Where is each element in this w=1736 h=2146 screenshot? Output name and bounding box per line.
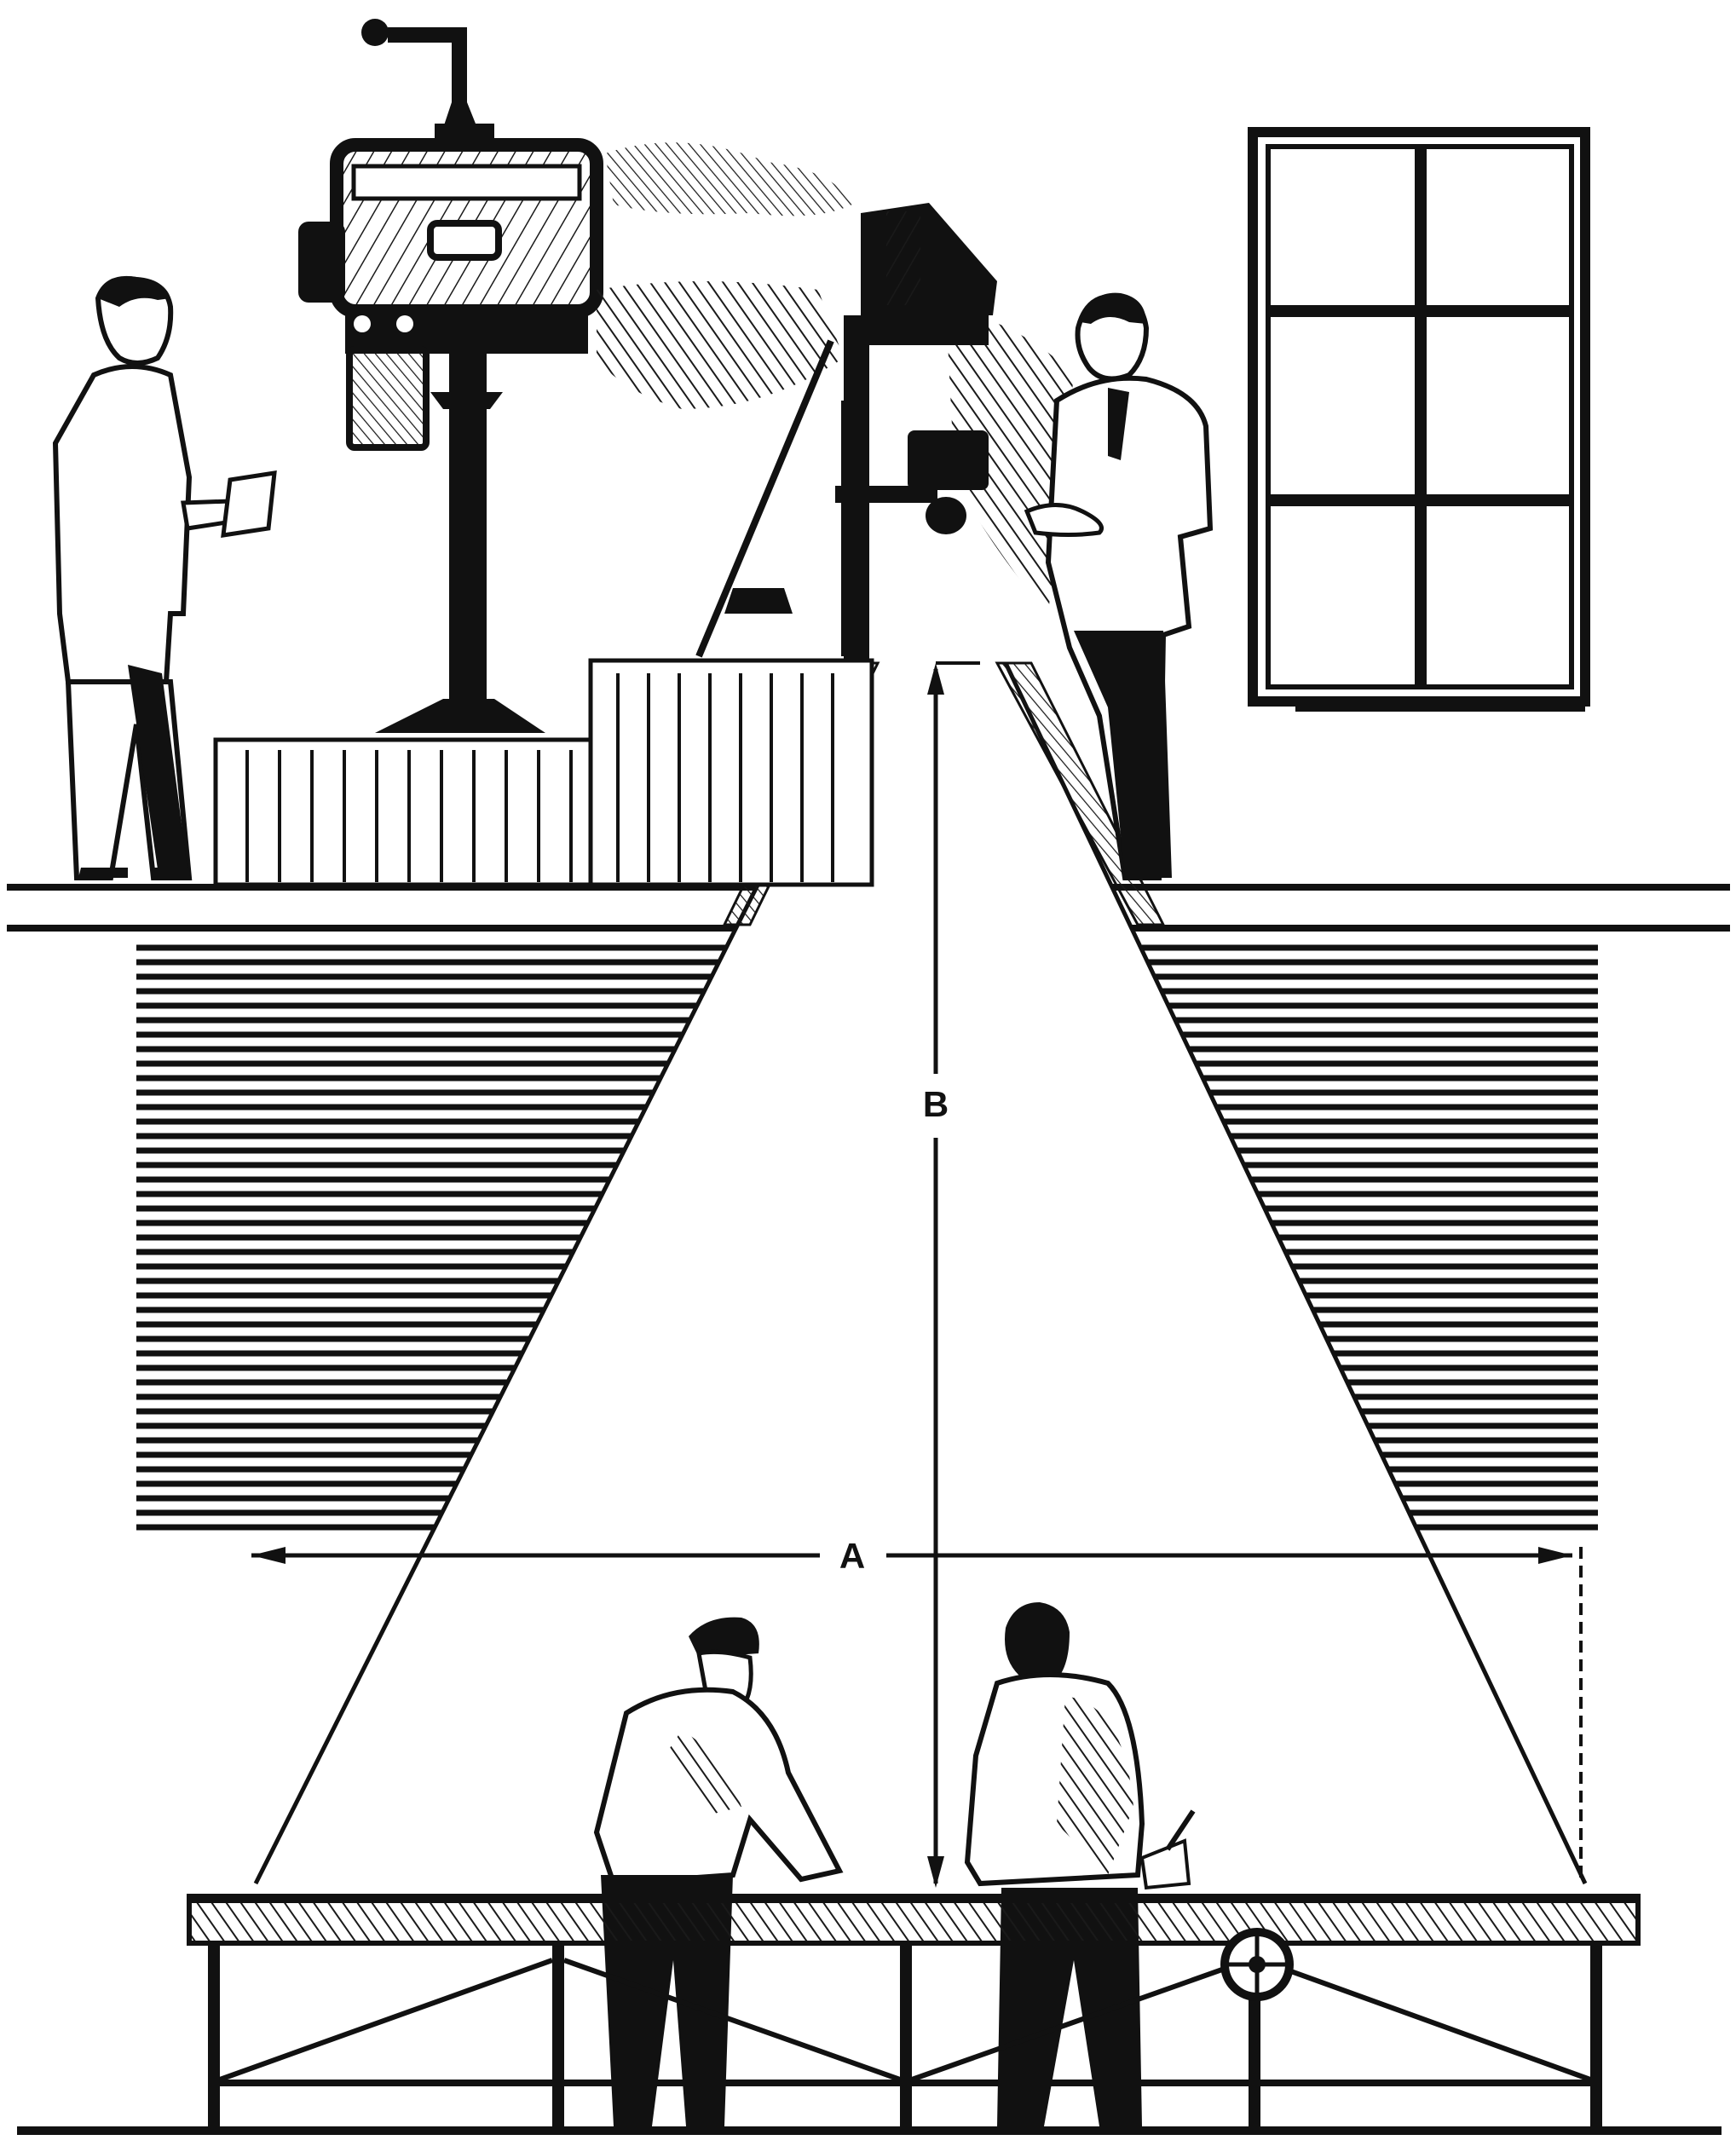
shadow-hatch [597, 142, 1074, 614]
projector-lamp-icon [695, 203, 997, 661]
dimension-b: B [923, 661, 980, 1888]
dimension-a: A [251, 1536, 1583, 1884]
wall-hatching [136, 944, 1598, 1531]
ground-line [17, 2126, 1722, 2135]
camera-stand-icon [375, 354, 545, 733]
worker-right-icon [964, 1602, 1196, 2126]
copy-camera-icon [298, 19, 603, 451]
camera-base-boxes [213, 658, 874, 887]
window-icon [1248, 127, 1590, 712]
label-a: A [839, 1536, 865, 1576]
layout-table-icon [187, 1894, 1641, 2126]
person-left-upper-icon [52, 276, 277, 880]
person-right-upper-icon [1024, 292, 1214, 880]
label-b: B [923, 1084, 949, 1124]
